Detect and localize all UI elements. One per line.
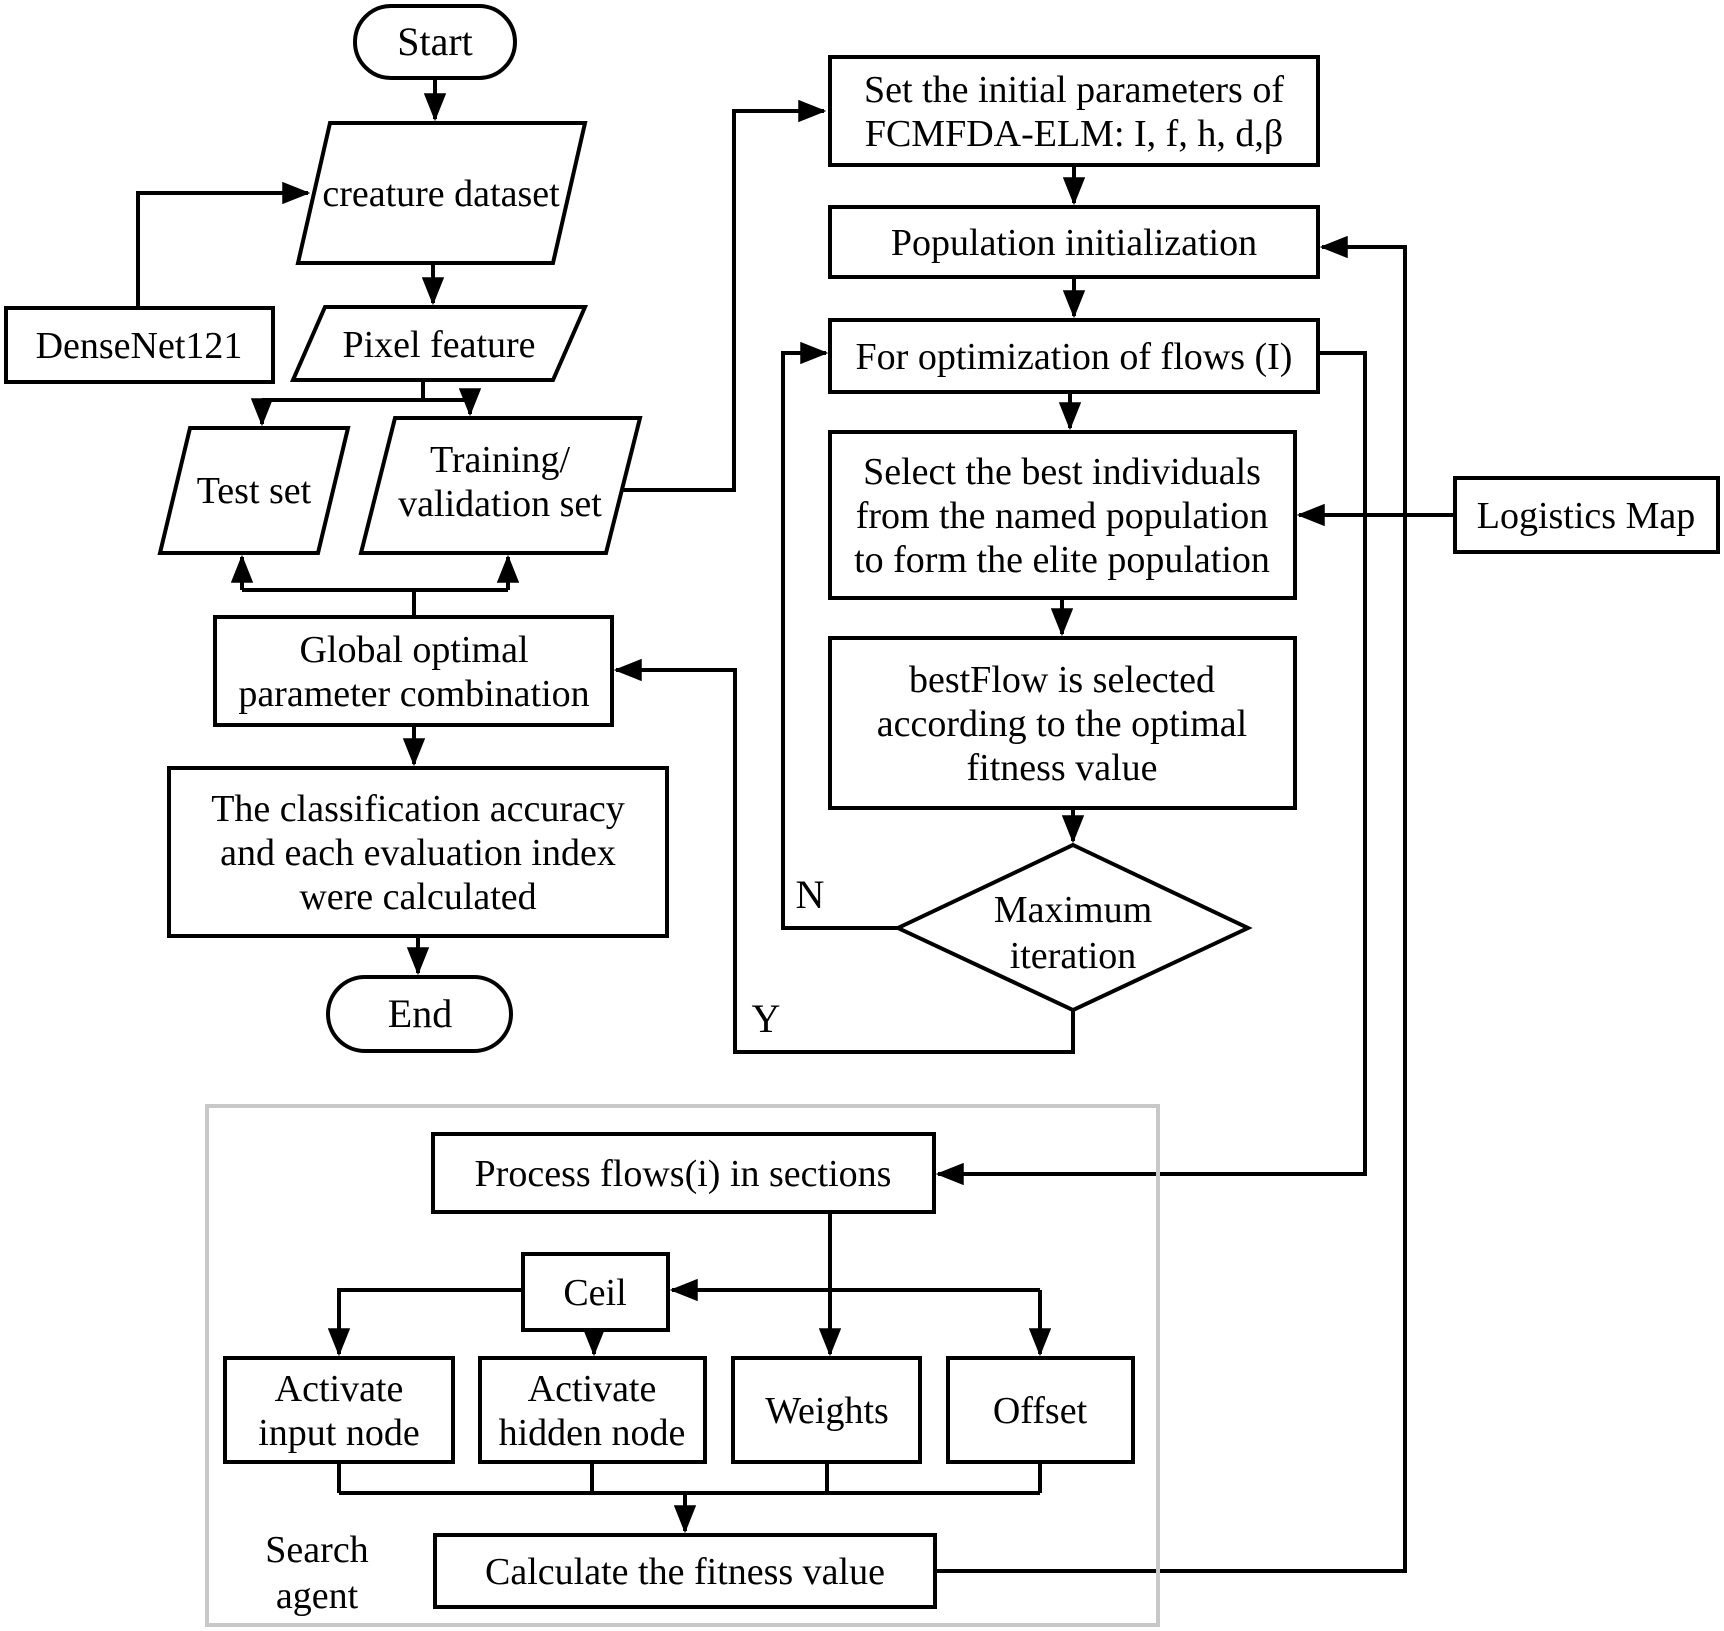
calculate-fitness-label: Calculate the fitness value — [485, 1551, 885, 1593]
connector-max-iteration-yes-to-global-optimal — [613, 658, 1075, 1054]
classification-accuracy-label-line1: The classification accuracy — [211, 788, 625, 830]
for-optimization-label: For optimization of flows (I) — [856, 336, 1293, 378]
node-start: Start — [353, 4, 517, 80]
process-flows-rect-shape — [431, 1132, 936, 1214]
node-pixel-feature: Pixel feature — [289, 305, 589, 382]
creature-dataset-parallelogram-shape — [295, 121, 588, 265]
node-densenet121: DenseNet121 — [4, 306, 275, 384]
for-optimization-rect-shape — [828, 318, 1320, 394]
offset-rect-shape — [946, 1356, 1135, 1464]
node-max-iteration: Maximum iteration — [893, 842, 1253, 1013]
connector-ceil-to-activate-input — [327, 1288, 523, 1357]
pixel-feature-parallelogram-shape — [289, 305, 589, 382]
training-validation-label-line1: Training/ — [430, 439, 571, 481]
start-label: Start — [397, 19, 473, 64]
pixel-feature-label: Pixel feature — [342, 324, 535, 366]
densenet121-rect-shape — [4, 306, 275, 384]
end-label: End — [388, 991, 452, 1036]
select-best-label-line2: from the named population — [856, 495, 1269, 537]
node-set-params: Set the initial parameters of FCMFDA-ELM… — [828, 55, 1320, 167]
logistics-map-rect-shape — [1453, 476, 1720, 554]
calculate-fitness-rect-shape — [433, 1533, 937, 1609]
global-optimal-label-line2: parameter combination — [238, 673, 589, 715]
connector-densenet121-to-creature-dataset — [136, 181, 311, 308]
global-optimal-rect-shape — [213, 615, 614, 727]
select-best-rect-shape — [828, 430, 1297, 600]
weights-rect-shape — [731, 1356, 922, 1464]
activate-hidden-rect-shape — [478, 1356, 707, 1464]
node-population-init: Population initialization — [828, 205, 1320, 279]
node-training-validation: Training/ validation set — [358, 416, 643, 555]
classification-accuracy-label-line2: and each evaluation index — [220, 832, 616, 874]
set-params-label-line1: Set the initial parameters of — [864, 69, 1284, 111]
connector-training-validation-to-set-params — [620, 99, 827, 492]
process-flows-label: Process flows(i) in sections — [475, 1153, 892, 1195]
set-params-label-line2: FCMFDA-ELM: I, f, h, d,β — [865, 113, 1283, 155]
max-iteration-label-line2: iteration — [1010, 935, 1137, 977]
connector-for-optimization-to-process-flows — [935, 351, 1367, 1186]
max-iteration-label-line1: Maximum — [994, 889, 1152, 931]
best-flow-label-line3: fitness value — [966, 747, 1157, 789]
creature-dataset-label: creature dataset — [322, 173, 560, 215]
search-agent-container — [205, 1104, 1160, 1627]
branch-label-no: N — [796, 872, 825, 917]
node-classification-accuracy: The classification accuracy and each eva… — [167, 766, 669, 938]
connector-max-iteration-no-to-for-optimization — [781, 341, 898, 930]
node-activate-hidden: Activate hidden node — [478, 1356, 707, 1464]
node-select-best: Select the best individuals from the nam… — [828, 430, 1297, 600]
node-for-optimization: For optimization of flows (I) — [828, 318, 1320, 394]
node-weights: Weights — [731, 1356, 922, 1464]
population-init-rect-shape — [828, 205, 1320, 279]
select-best-label-line3: to form the elite population — [854, 539, 1270, 581]
connectors — [136, 78, 1455, 1573]
max-iteration-diamond-shape — [893, 842, 1253, 1013]
activate-input-label-line1: Activate — [275, 1368, 404, 1410]
start-terminator-shape — [353, 4, 517, 80]
node-offset: Offset — [946, 1356, 1135, 1464]
weights-label: Weights — [765, 1390, 889, 1432]
ceil-rect-shape — [521, 1252, 670, 1332]
activate-hidden-label-line1: Activate — [528, 1368, 657, 1410]
best-flow-label-line2: according to the optimal — [877, 703, 1247, 745]
search-agent-annotation: Search agent — [265, 1529, 368, 1617]
set-params-rect-shape — [828, 55, 1320, 167]
node-process-flows: Process flows(i) in sections — [431, 1132, 936, 1214]
activate-input-rect-shape — [223, 1356, 455, 1464]
activate-hidden-label-line2: hidden node — [499, 1412, 686, 1454]
node-calculate-fitness: Calculate the fitness value — [433, 1533, 937, 1609]
best-flow-label-line1: bestFlow is selected — [909, 659, 1215, 701]
select-best-label-line1: Select the best individuals — [863, 451, 1261, 493]
offset-label: Offset — [993, 1390, 1088, 1432]
classification-accuracy-label-line3: were calculated — [299, 876, 536, 918]
activate-input-label-line2: input node — [258, 1412, 419, 1454]
node-creature-dataset: creature dataset — [295, 121, 588, 265]
test-set-label: Test set — [197, 470, 312, 512]
node-test-set: Test set — [157, 426, 351, 555]
best-flow-rect-shape — [828, 636, 1297, 810]
search-agent-label-line2: agent — [276, 1575, 359, 1617]
search-agent-label-line1: Search — [265, 1529, 368, 1571]
branch-label-yes: Y — [752, 996, 781, 1041]
connector-calculate-fitness-to-population-init — [935, 235, 1407, 1573]
population-init-label: Population initialization — [891, 222, 1257, 264]
node-logistics-map: Logistics Map — [1453, 476, 1720, 554]
global-optimal-label-line1: Global optimal — [299, 629, 528, 671]
training-validation-parallelogram-shape — [358, 416, 643, 555]
node-end: End — [326, 975, 513, 1053]
node-best-flow: bestFlow is selected according to the op… — [828, 636, 1297, 810]
end-terminator-shape — [326, 975, 513, 1053]
densenet121-label: DenseNet121 — [36, 325, 243, 367]
node-activate-input: Activate input node — [223, 1356, 455, 1464]
node-global-optimal: Global optimal parameter combination — [213, 615, 614, 727]
classification-accuracy-rect-shape — [167, 766, 669, 938]
ceil-label: Ceil — [563, 1272, 626, 1314]
test-set-parallelogram-shape — [157, 426, 351, 555]
logistics-map-label: Logistics Map — [1477, 495, 1695, 537]
node-ceil: Ceil — [521, 1252, 670, 1332]
training-validation-label-line2: validation set — [398, 483, 602, 525]
